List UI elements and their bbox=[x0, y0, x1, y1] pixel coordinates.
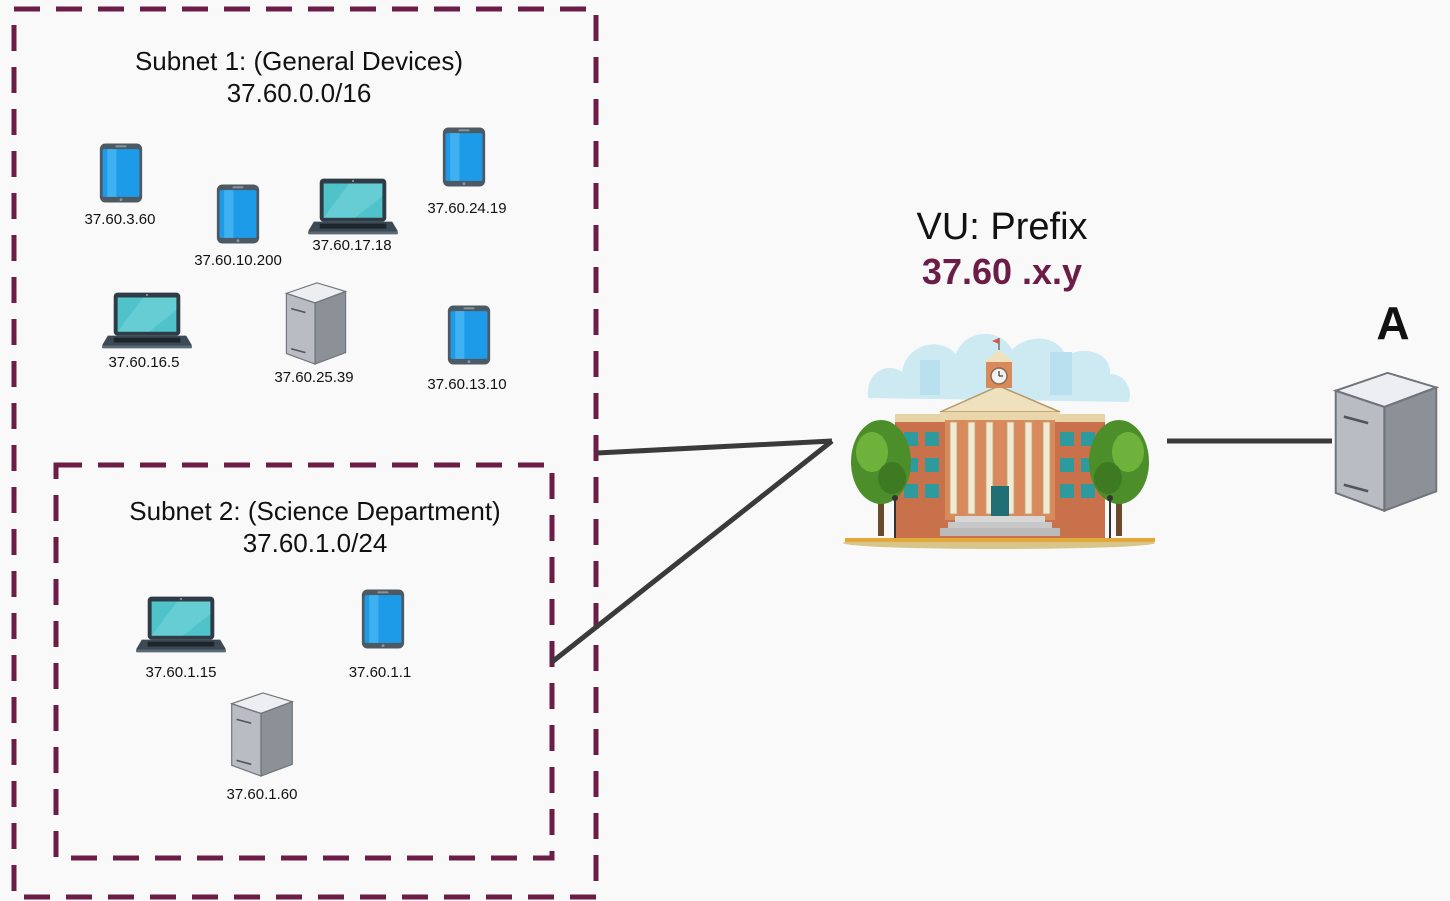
device-label: 37.60.1.60 bbox=[227, 786, 298, 803]
phone-icon bbox=[442, 127, 486, 187]
subnet1-title: Subnet 1: (General Devices) bbox=[135, 46, 463, 76]
phone-icon bbox=[361, 589, 405, 649]
router-a-label: A bbox=[1376, 297, 1409, 349]
subnet2-cidr: 37.60.1.0/24 bbox=[243, 528, 388, 558]
device-label: 37.60.10.200 bbox=[194, 252, 282, 269]
phone-icon bbox=[99, 143, 143, 203]
server-icon bbox=[285, 282, 347, 365]
device-label: 37.60.3.60 bbox=[85, 211, 156, 228]
device-label: 37.60.13.10 bbox=[427, 376, 506, 393]
link-subnet2-to-vu bbox=[550, 439, 834, 664]
subnet1-cidr: 37.60.0.0/16 bbox=[227, 78, 372, 108]
device-label: 37.60.1.15 bbox=[146, 664, 217, 681]
subnet1-boundary bbox=[11, 6, 599, 900]
device-label: 37.60.16.5 bbox=[109, 354, 180, 371]
device-label: 37.60.25.39 bbox=[274, 369, 353, 386]
device-label: 37.60.17.18 bbox=[312, 237, 391, 254]
server-icon bbox=[1334, 371, 1438, 513]
device-label: 37.60.24.19 bbox=[427, 200, 506, 217]
link-subnet1-to-vu bbox=[596, 438, 833, 456]
university-building-icon bbox=[843, 333, 1155, 549]
server-icon bbox=[230, 692, 294, 777]
phone-icon bbox=[447, 305, 491, 365]
device-label: 37.60.1.1 bbox=[349, 664, 412, 681]
laptop-icon bbox=[135, 596, 227, 653]
laptop-icon bbox=[101, 292, 193, 349]
subnet2-title: Subnet 2: (Science Department) bbox=[129, 496, 500, 526]
laptop-icon bbox=[307, 178, 399, 235]
phone-icon bbox=[216, 184, 260, 244]
vu-label: VU: Prefix bbox=[916, 206, 1087, 248]
vu-prefix: 37.60 .x.y bbox=[922, 251, 1082, 292]
